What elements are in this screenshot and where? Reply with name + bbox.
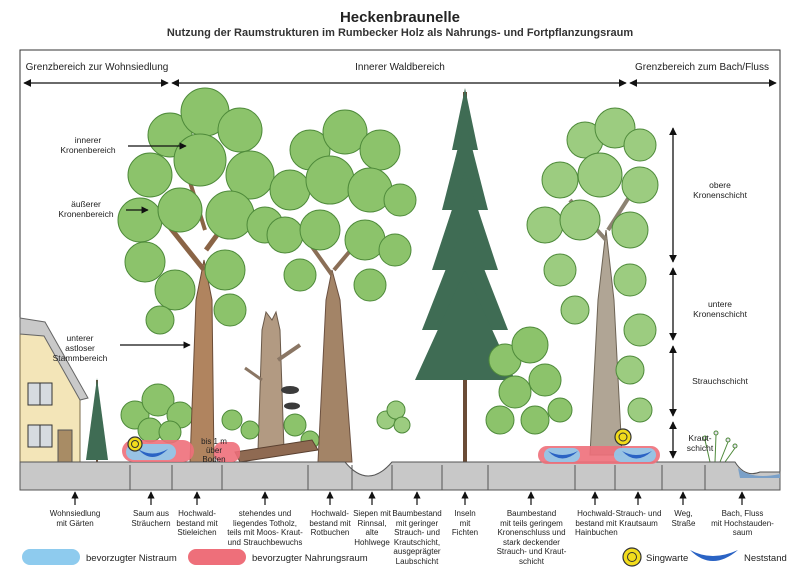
page-title: Heckenbraunelle (339, 9, 461, 26)
dead-tree (221, 310, 320, 463)
label-lower-crown-layer: untere Kronenschicht (693, 299, 747, 319)
oak-tree (117, 87, 284, 463)
singwarte-marks (127, 428, 632, 452)
stream-water (738, 468, 780, 478)
ground-band (19, 461, 781, 491)
label-upper-crown-layer: obere Kronenschicht (693, 180, 747, 200)
label-shrub-layer: Strauchschicht (692, 376, 748, 386)
house-illustration (19, 317, 89, 463)
legend-neststand-label: Neststand (744, 553, 787, 564)
ground-dividers (129, 465, 706, 490)
label-inner-crown: innerer Kronenbereich (60, 135, 116, 155)
legend-food-swatch (188, 549, 246, 565)
neststand-marks (138, 449, 652, 459)
legend-neststand-icon (690, 550, 738, 561)
shrub-saum (120, 383, 194, 444)
small-spruce (86, 378, 108, 462)
spruce-tree (415, 88, 515, 462)
herb-plants (702, 430, 738, 463)
zone-label-left: Grenzbereich zur Wohnsiedlung (25, 62, 169, 73)
tree-part-arrows (120, 142, 191, 349)
page-subtitle: Nutzung der Raumstrukturen im Rumbecker … (166, 27, 634, 39)
singwarte-icon (614, 428, 632, 446)
legend-food-label: bevorzugter Nahrungsraum (252, 553, 368, 564)
legend-graphics (22, 547, 738, 567)
label-lower-trunk: unterer astloser Stammbereich (52, 333, 108, 363)
singwarte-icon (127, 436, 143, 452)
ground-height-note: bis 1 m über Boden (201, 437, 227, 464)
food-zone-middle (214, 442, 240, 462)
zone-label-center: Innerer Waldbereich (355, 62, 445, 73)
legend-singwarte-icon (622, 547, 642, 567)
zone-label-right: Grenzbereich zum Bach/Fluss (635, 62, 769, 73)
legend-nest-swatch (22, 549, 80, 565)
hornbeam-tree (526, 107, 659, 456)
siepen-bush (376, 400, 411, 434)
neststand-icon (622, 451, 652, 459)
legend-nest-label: bevorzugter Nistraum (86, 553, 177, 564)
label-outer-crown: äußerer Kronenbereich (58, 199, 114, 219)
neststand-icon (138, 449, 168, 457)
habitat-arrows (71, 491, 746, 505)
neststand-icon (548, 451, 578, 459)
habitat-label: Weg,Straße (671, 509, 696, 528)
label-herb-layer: Kraut- schicht (686, 433, 714, 453)
beech-tree (266, 109, 417, 463)
shrub-mixed (485, 326, 573, 435)
legend-singwarte-label: Singwarte (646, 553, 689, 564)
